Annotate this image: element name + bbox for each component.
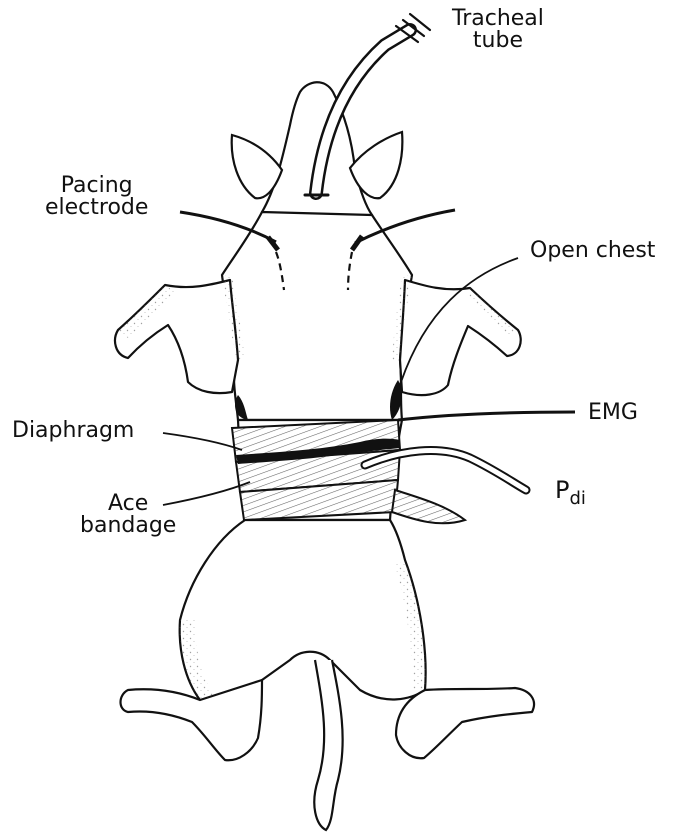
label-pacing-electrode-line2: electrode xyxy=(45,197,148,219)
label-pdi-subscript: di xyxy=(569,488,585,509)
label-pdi: Pdi xyxy=(555,478,586,502)
label-pdi-main: P xyxy=(555,476,569,504)
label-pacing-electrode-line1: Pacing xyxy=(45,175,148,197)
label-tracheal-tube-line1: Tracheal xyxy=(452,8,544,30)
bandage-hatching xyxy=(232,420,465,523)
tail xyxy=(314,660,342,830)
label-diaphragm: Diaphragm xyxy=(12,420,134,442)
label-pacing-electrode: Pacing electrode xyxy=(45,175,148,219)
label-tracheal-tube-line2: tube xyxy=(452,30,544,52)
emg-wire xyxy=(398,412,575,420)
label-ace-bandage: Ace bandage xyxy=(80,493,176,537)
label-open-chest: Open chest xyxy=(530,240,655,262)
label-ace-bandage-line2: bandage xyxy=(80,515,176,537)
label-tracheal-tube: Tracheal tube xyxy=(452,8,544,52)
label-ace-bandage-line1: Ace xyxy=(80,493,176,515)
label-emg: EMG xyxy=(588,402,638,424)
